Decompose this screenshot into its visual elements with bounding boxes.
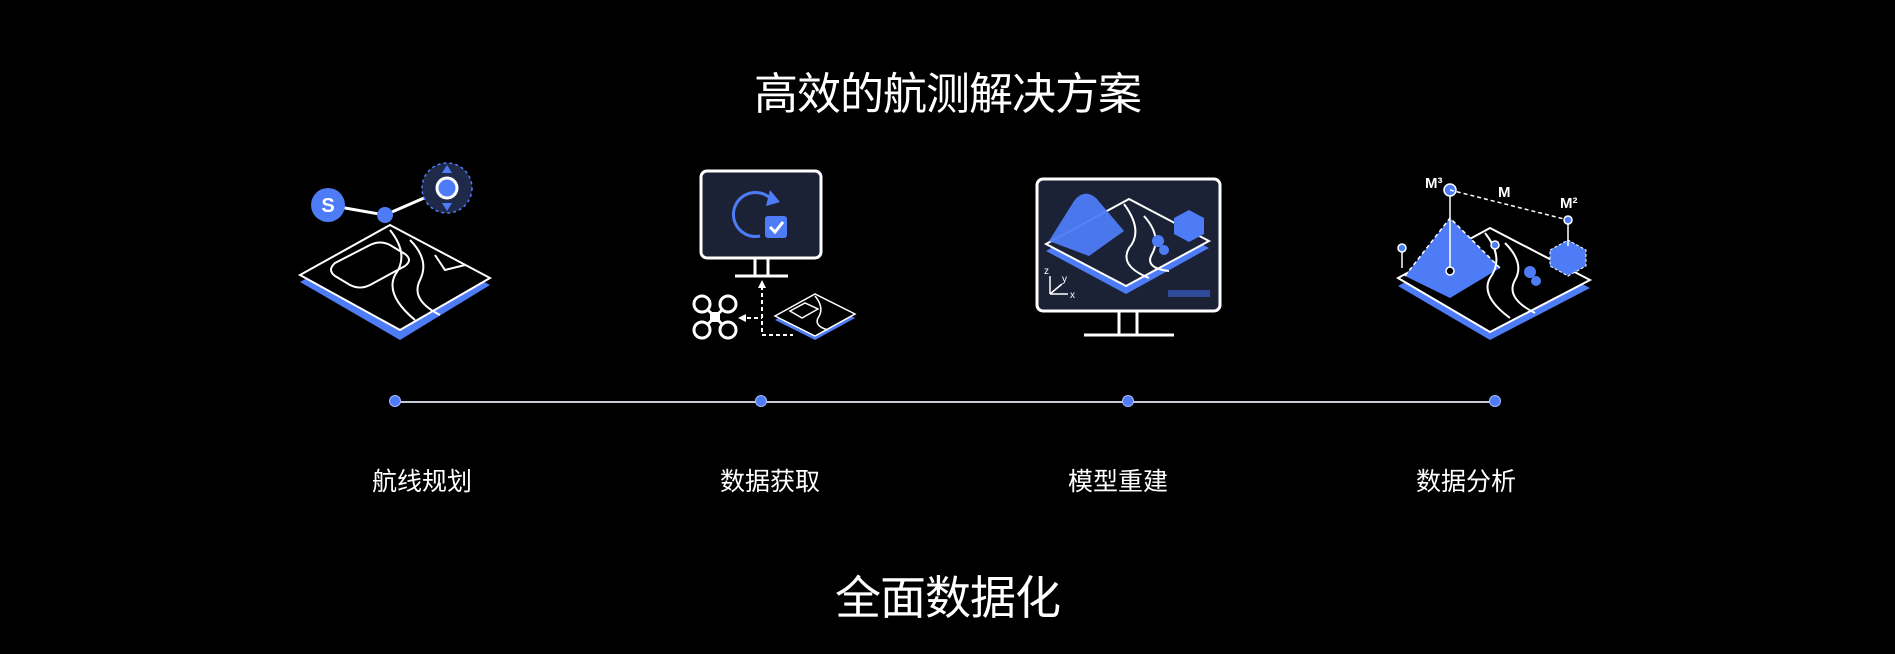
model-reconstruction-icon: z y x bbox=[1035, 177, 1222, 337]
start-marker-label: S bbox=[321, 195, 334, 217]
step-label-route-planning: 航线规划 bbox=[371, 467, 472, 496]
area-label: M² bbox=[1560, 195, 1578, 212]
volume-label: M³ bbox=[1425, 175, 1443, 192]
step-label-data-acquisition: 数据获取 bbox=[719, 467, 820, 496]
step-label-data-analysis: 数据分析 bbox=[1415, 467, 1516, 496]
length-label: M bbox=[1498, 184, 1511, 201]
step-label-model-reconstruction: 模型重建 bbox=[1067, 467, 1168, 496]
timeline-dot-3 bbox=[1122, 395, 1134, 407]
page-title: 高效的航测解决方案 bbox=[754, 69, 1142, 120]
axis-x-label: x bbox=[1070, 290, 1075, 301]
footer-heading: 全面数据化 bbox=[835, 571, 1061, 625]
axis-z-label: z bbox=[1044, 266, 1049, 277]
timeline-line bbox=[395, 401, 1495, 403]
data-acquisition-icon bbox=[692, 169, 857, 340]
timeline-dot-2 bbox=[755, 395, 767, 407]
data-analysis-icon: M³ M M² bbox=[1395, 175, 1593, 340]
axis-y-label: y bbox=[1062, 274, 1067, 285]
timeline-dot-1 bbox=[389, 395, 401, 407]
route-planning-icon: S bbox=[297, 162, 493, 340]
timeline-dot-4 bbox=[1489, 395, 1501, 407]
